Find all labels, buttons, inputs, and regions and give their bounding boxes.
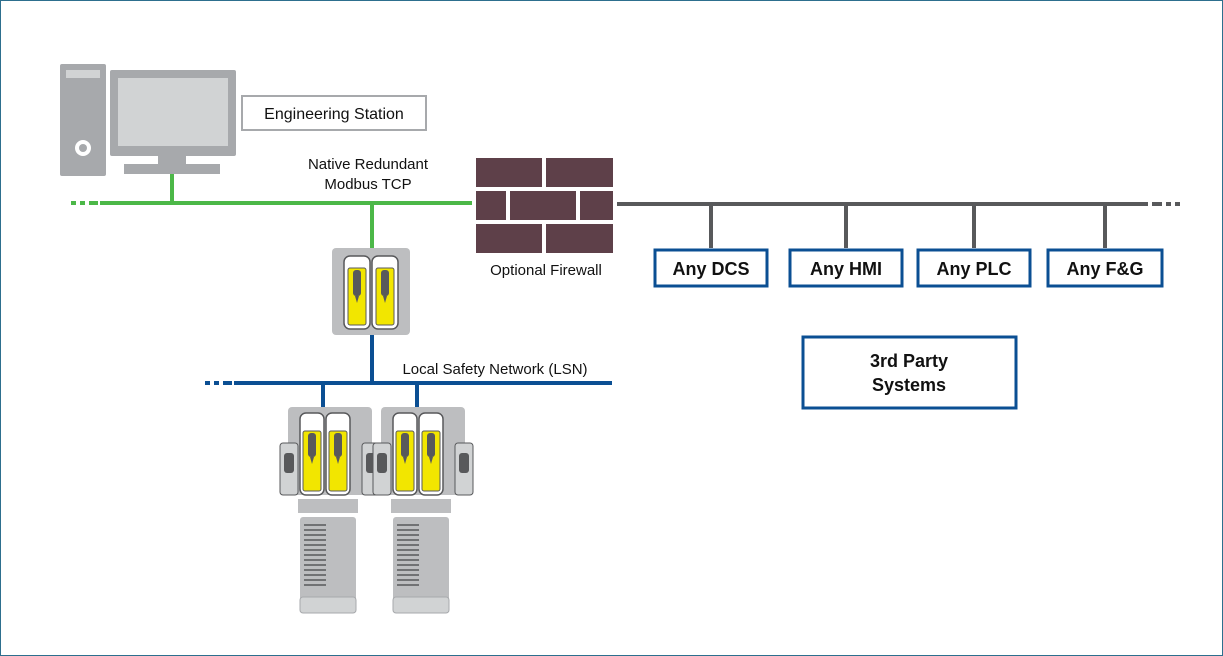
third-party-systems-box [801, 335, 1018, 410]
third-party-label-line1: 3rd Party [870, 351, 948, 371]
system-box-plc [916, 248, 1032, 288]
io-module-rack-left [279, 407, 381, 614]
io-module-terminals-left [304, 524, 326, 586]
firewall-label: Optional Firewall [490, 262, 602, 279]
system-label-plc: Any PLC [936, 259, 1011, 279]
modbus-label-line2: Modbus TCP [324, 176, 411, 193]
io-module-rack-right [372, 407, 474, 614]
system-box-fg [1046, 248, 1164, 288]
system-box-hmi [788, 248, 904, 288]
io-module-terminals-right [397, 524, 419, 586]
lsn-network-line [205, 335, 612, 407]
engineering-station-label: Engineering Station [264, 106, 404, 123]
engineering-station-box [241, 95, 427, 131]
modbus-label-line1: Native Redundant [308, 156, 429, 173]
third-party-network-line [617, 202, 1180, 248]
third-party-label-line2: Systems [872, 375, 946, 395]
gateway-controller-icon [332, 248, 410, 335]
firewall-icon [476, 158, 613, 253]
lsn-label: Local Safety Network (LSN) [402, 361, 587, 378]
system-label-dcs: Any DCS [672, 259, 749, 279]
engineering-station-computer-icon [60, 64, 236, 176]
system-box-dcs [653, 248, 769, 288]
system-label-hmi: Any HMI [810, 259, 882, 279]
modbus-network-line [71, 174, 472, 248]
system-label-fg: Any F&G [1066, 259, 1143, 279]
